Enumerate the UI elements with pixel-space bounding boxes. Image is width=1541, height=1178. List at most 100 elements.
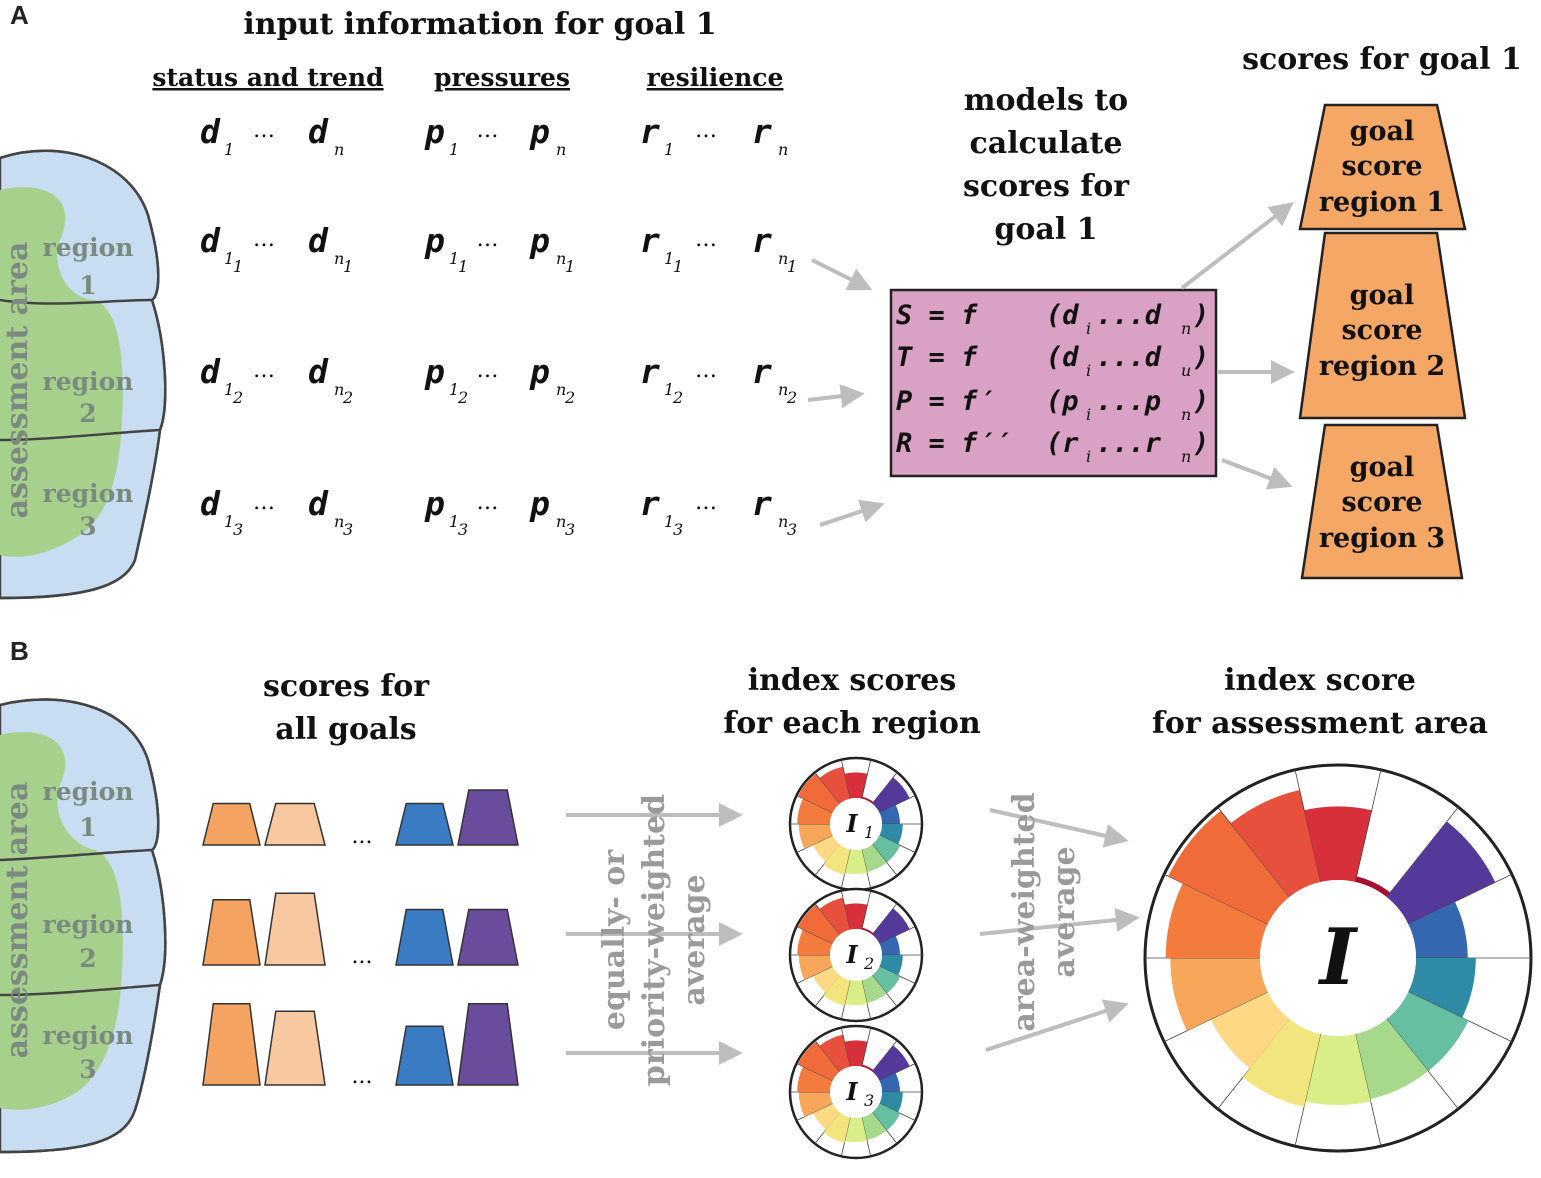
equation-sub: i: [1086, 447, 1091, 466]
index-label: I: [845, 809, 858, 838]
flower-center: [830, 929, 882, 981]
flower-petal: [844, 1040, 868, 1067]
scores-title: scores for goal 1: [1242, 42, 1522, 77]
goal-trapezoid: [457, 789, 519, 846]
index-label: I: [1318, 912, 1359, 1003]
equation-end: ): [1193, 300, 1209, 331]
assessment-area-label-b: assessment area: [0, 782, 35, 1059]
var-d-first: d: [200, 484, 221, 523]
flower-spoke: [861, 890, 872, 930]
flower-center: [830, 1066, 882, 1118]
arrows-to-goal-scores: [1180, 202, 1295, 490]
flower-petal: [879, 804, 900, 824]
flower-petal: [1230, 790, 1321, 898]
flower-spoke: [1294, 769, 1322, 883]
var-r-first: r: [640, 484, 660, 523]
index-label-sub: 3: [864, 1091, 874, 1110]
goal-box-2-line-3: region 2: [1319, 351, 1445, 382]
var-sub: n: [334, 512, 344, 531]
flower-petal: [1165, 883, 1268, 958]
var-sub: n: [778, 140, 788, 159]
flower-petal: [844, 849, 868, 874]
var-r-last: r: [752, 112, 772, 151]
all-goals-title-line-1: scores for: [263, 669, 430, 704]
var-sub: 1: [224, 380, 234, 399]
flower-petal: [797, 773, 840, 813]
panel-a-title: input information for goal 1: [243, 7, 716, 42]
var-subsub: 2: [232, 388, 243, 407]
goal-score-rows: .........: [202, 789, 519, 1089]
equation-args: (p: [1046, 386, 1079, 417]
flower-petal: [1408, 958, 1476, 1018]
flower-petal: [879, 824, 903, 845]
flower-petal: [797, 929, 833, 955]
flower-petal: [872, 1045, 910, 1081]
area-avg-label-line-2: average: [1047, 846, 1082, 977]
var-d-last: d: [308, 221, 329, 260]
column-header-status-trend: status and trend: [152, 63, 383, 92]
var-r-last: r: [752, 352, 772, 391]
region-1-number-b: 1: [79, 813, 96, 842]
flower-petal: [797, 798, 833, 824]
flower-petal: [872, 777, 910, 813]
var-r-first: r: [640, 221, 660, 260]
flower-petal: [1168, 810, 1290, 925]
assessment-area-map-b: region 1 region 2 region 3 assessment ar…: [0, 698, 167, 1154]
var-sub: 1: [224, 249, 234, 268]
var-d-last: d: [308, 112, 329, 151]
var-subsub: 2: [564, 388, 575, 407]
var-p-first: p: [424, 484, 445, 523]
var-subsub: 3: [233, 520, 243, 539]
flower-petal: [861, 975, 887, 1003]
region-3-label-b: region: [43, 1021, 134, 1050]
flower-petal: [861, 1112, 887, 1140]
panel-b-letter: B: [10, 636, 29, 666]
flower-petal: [1304, 806, 1372, 882]
equation-mid: ...r: [1096, 428, 1162, 459]
var-sub: n: [556, 512, 566, 531]
var-subsub: 1: [233, 257, 243, 276]
var-sub: n: [334, 380, 344, 399]
goal-box-3-line-1: goal: [1350, 452, 1415, 483]
region-2-label-b: region: [43, 910, 134, 939]
goal-trapezoid: [395, 802, 454, 846]
flower-spoke: [814, 1040, 841, 1072]
flower-petal: [879, 955, 903, 976]
var-r-first: r: [640, 112, 660, 151]
goal-box-1-line-3: region 1: [1319, 187, 1445, 218]
var-sub: n: [556, 249, 566, 268]
ellipsis: …: [477, 490, 499, 515]
model-title-line-1: models to: [964, 83, 1128, 118]
equation-mid: ...d: [1096, 342, 1162, 373]
var-r-last: r: [752, 484, 772, 523]
flower-spoke: [814, 772, 841, 804]
region-2-number-a: 2: [79, 399, 96, 428]
avg-label-line-1: equally- or: [597, 849, 632, 1030]
panel-a-letter: A: [10, 0, 29, 30]
arrows-to-area-index: [979, 808, 1140, 1052]
flower-petal: [819, 897, 851, 935]
ellipsis: …: [695, 118, 717, 143]
flower-petal: [861, 927, 874, 935]
equation-sub: n: [1181, 319, 1191, 338]
region-2-label-a: region: [43, 367, 134, 396]
equation-sub: n: [1181, 405, 1191, 424]
area-index-title-line-2: for assessment area: [1152, 706, 1488, 741]
var-sub: n: [334, 140, 344, 159]
flower-petal: [872, 835, 901, 863]
flower-petal: [1170, 958, 1268, 1031]
flower-spoke: [1354, 1033, 1382, 1147]
flower-petal: [1408, 901, 1468, 958]
goal-score-region-1: goal score region 1: [1298, 103, 1467, 231]
flower-petal: [872, 1103, 901, 1131]
var-sub: 1: [449, 140, 459, 159]
var-sub: n: [334, 249, 344, 268]
goal-box-1-line-2: score: [1341, 151, 1422, 182]
equation-args: (d: [1046, 300, 1079, 331]
goal-trapezoid: [457, 908, 519, 966]
flower-petal: [1386, 821, 1496, 925]
region-index-title-line-2: for each region: [723, 706, 980, 741]
var-d-first: d: [200, 352, 221, 391]
